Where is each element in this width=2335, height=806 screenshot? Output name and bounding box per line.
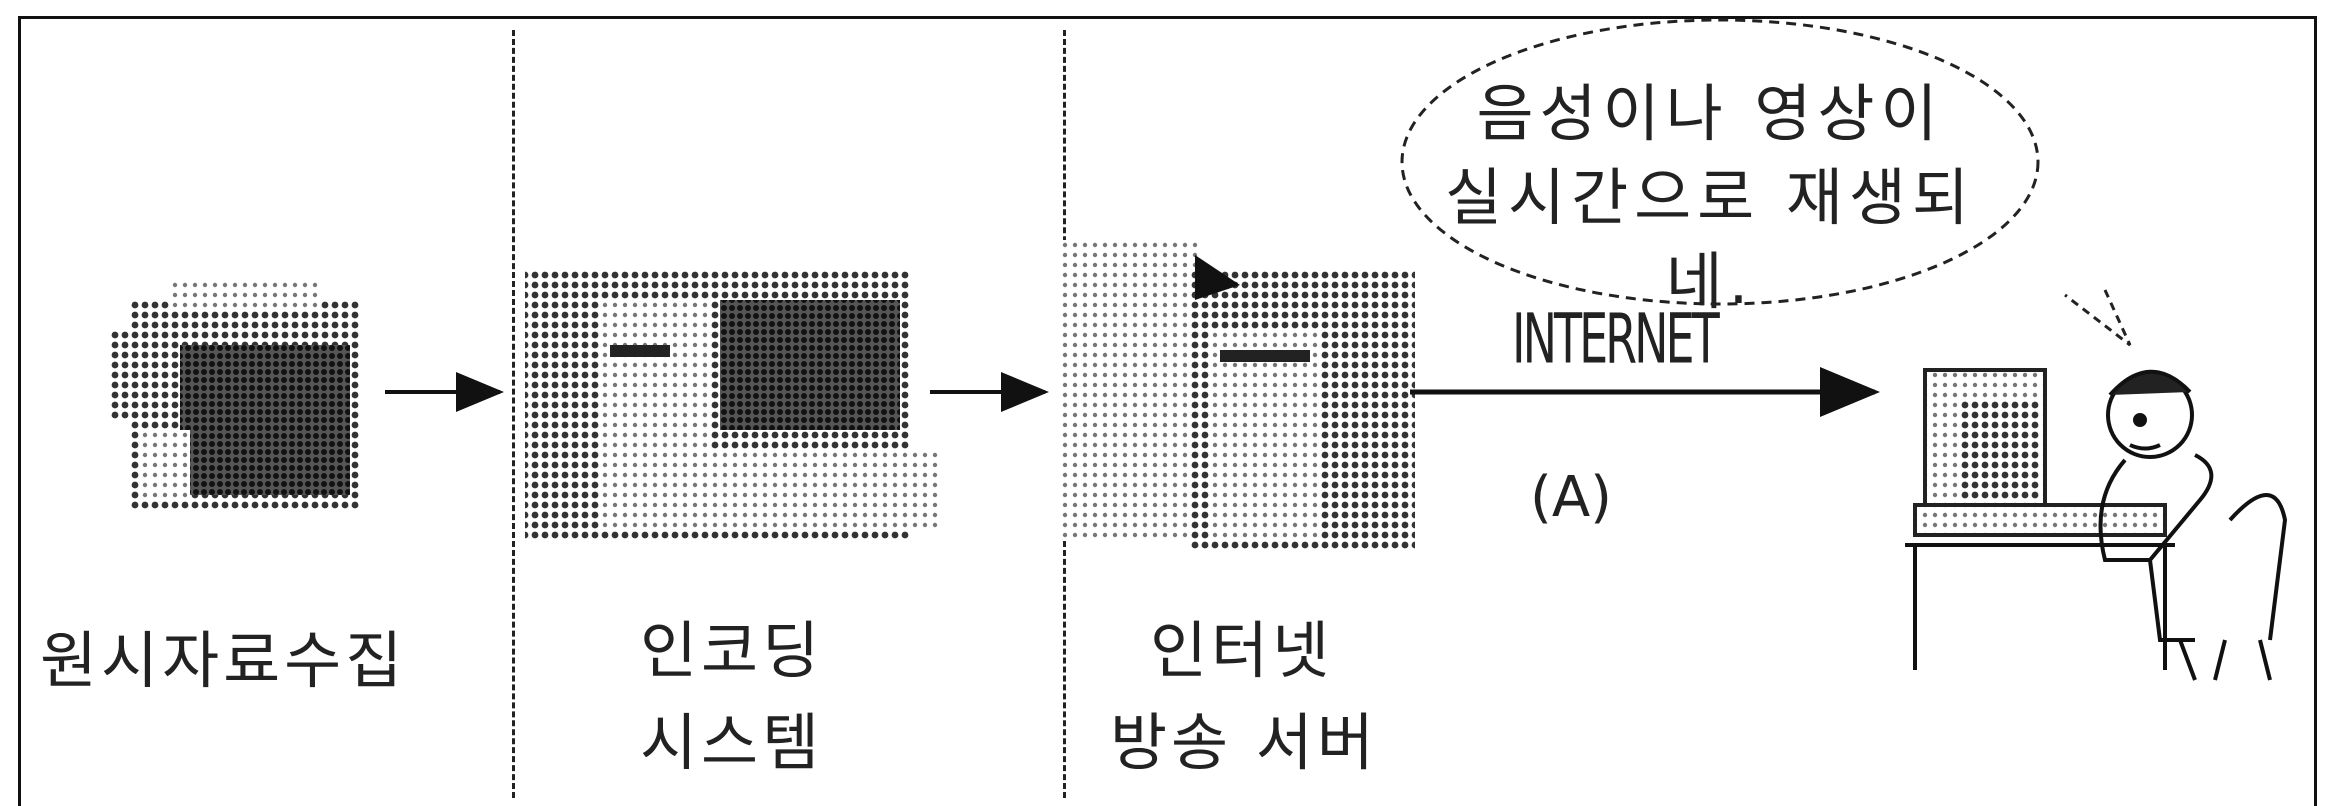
flow-marker-a: (A): [1530, 465, 1613, 530]
speech-bubble-text: 음성이나 영상이 실시간으로 재생되네.: [1440, 72, 1980, 324]
server-label-line2: 방송 서버: [1110, 706, 1378, 779]
stage-divider: [512, 30, 515, 798]
speech-line-1: 음성이나 영상이: [1476, 77, 1944, 150]
viewer-at-computer-icon: [1905, 368, 2288, 681]
video-camera-icon: [110, 280, 360, 510]
speech-bubble: [1400, 18, 2132, 347]
collection-label: 원시자료수집: [40, 624, 407, 697]
encoding-computer-icon: [525, 270, 940, 540]
encoding-label-line2: 시스템: [640, 706, 824, 779]
server-label-line1: 인터넷: [1150, 614, 1334, 687]
encoding-label-line1: 인코딩: [640, 614, 824, 687]
internet-label: INTERNET: [1512, 298, 1720, 379]
diagram-frame: [18, 16, 2317, 806]
speech-line-2: 실시간으로 재생되네.: [1444, 161, 1976, 318]
broadcast-server-icon: [1058, 240, 1415, 550]
